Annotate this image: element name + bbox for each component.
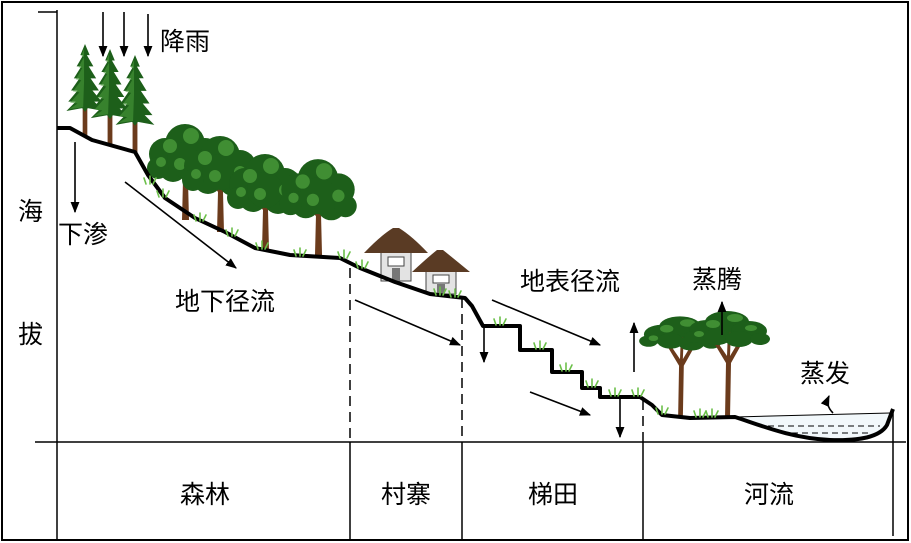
grass-tuft-7 [337, 249, 351, 259]
label-infiltration: 下渗 [58, 220, 108, 249]
broadleaf-tree-4 [279, 159, 357, 257]
grass-tuft-8 [355, 259, 369, 269]
grass-tuft-10 [448, 288, 462, 298]
hut-window [387, 256, 405, 267]
label-evaporation: 蒸发 [800, 359, 850, 388]
grass-tuft-6 [293, 247, 307, 257]
zone-label-forest: 森林 [180, 480, 230, 509]
pine-foliage-highlight [69, 48, 85, 110]
subsurface-runoff-arrow-terrace [529, 391, 592, 416]
broadleaf-crown [299, 177, 337, 215]
grass-tuft-13 [559, 362, 573, 372]
broadleaf-crown-highlight [306, 193, 320, 206]
hut-1 [364, 228, 428, 282]
river-water [735, 413, 890, 441]
grass-tuft-5 [255, 240, 269, 250]
broadleaf-crown-highlight [263, 158, 279, 174]
grass-tuft-19 [705, 408, 719, 418]
acacia-tree-2 [684, 311, 770, 418]
pine-foliage [66, 43, 104, 112]
broadleaf-crown-highlight [198, 151, 212, 165]
river-water-surface [734, 412, 891, 418]
zone-label-river: 河流 [744, 480, 794, 509]
broadleaf-crown-highlight [243, 169, 257, 183]
pine-foliage-highlight [93, 53, 110, 117]
broadleaf-tree-3 [227, 154, 303, 250]
pine-trunk [132, 117, 138, 152]
grass-layer [143, 175, 719, 418]
label-surface-runoff: 地表径流 [520, 267, 620, 296]
pine-trunk [82, 103, 88, 137]
pine-foliage [90, 48, 130, 120]
surface-runoff-arrow [491, 299, 602, 346]
axis-label-top: 海 [18, 197, 43, 226]
pine-tree-2 [90, 48, 130, 145]
broadleaf-crown-highlight [191, 169, 201, 179]
broadleaf-crown [202, 154, 238, 190]
pine-tree-1 [66, 43, 104, 137]
acacia-crown [725, 331, 753, 347]
grass-tuft-12 [533, 340, 547, 350]
acacia-crown-highlight [745, 325, 757, 331]
acacia-crown [750, 333, 770, 345]
hut-door [437, 284, 445, 294]
grass-tuft-1 [143, 175, 157, 185]
grass-tuft-9 [433, 286, 447, 296]
broadleaf-crown-highlight [174, 158, 186, 170]
pine-foliage [115, 54, 155, 126]
evaporation-arrow [820, 394, 834, 414]
zone-label-terrace: 梯田 [528, 480, 578, 509]
acacia-crown-highlight [680, 319, 696, 327]
subsurface-runoff-arrow-forest [124, 181, 237, 269]
acacia-crown [657, 333, 684, 349]
acacia-trunk [711, 330, 745, 418]
label-rainfall: 降雨 [160, 27, 210, 56]
acacia-crown-highlight [648, 335, 659, 342]
acacia-crown-highlight [694, 331, 704, 337]
axis-label-bottom: 拔 [18, 320, 43, 349]
hut-roof [364, 228, 428, 253]
grass-tuft-16 [631, 387, 645, 397]
grass-tuft-11 [493, 316, 507, 326]
hut-window [432, 274, 450, 284]
flow-arrows [70, 12, 834, 439]
broadleaf-crown-highlight [254, 188, 266, 200]
acacia-crown-highlight [727, 314, 743, 322]
vegetation-layer [66, 43, 770, 418]
pine-tree-3 [115, 54, 155, 152]
broadleaf-crown-highlight [295, 174, 310, 189]
grass-tuft-2 [156, 188, 170, 198]
broadleaf-crown-highlight [163, 139, 177, 153]
pine-foliage-highlight [118, 59, 135, 123]
broadleaf-crown-highlight [156, 157, 166, 167]
broadleaf-crown-highlight [288, 192, 299, 203]
hut-roof [412, 250, 470, 272]
subsurface-runoff-arrow-village [354, 299, 462, 346]
grass-tuft-17 [655, 405, 669, 415]
grass-tuft-14 [585, 378, 599, 388]
acacia-crown [703, 329, 731, 345]
grass-tuft-15 [608, 387, 622, 397]
broadleaf-crown-highlight [315, 163, 333, 180]
pine-trunk [107, 110, 113, 145]
acacia-trunk [664, 334, 698, 418]
broadleaf-crown-highlight [236, 187, 246, 197]
label-transpiration: 蒸腾 [692, 265, 742, 294]
grass-tuft-3 [193, 212, 207, 222]
acacia-crown-highlight [706, 320, 720, 328]
broadleaf-crown-highlight [183, 128, 199, 144]
broadleaf-crown-highlight [209, 170, 221, 182]
broadleaf-crown-highlight [218, 140, 234, 156]
broadleaf-crown [247, 172, 283, 208]
hut-door [392, 268, 400, 281]
grass-tuft-4 [225, 227, 239, 237]
acacia-crown-highlight [660, 324, 674, 333]
hut-2 [412, 250, 470, 295]
zone-label-village: 村寨 [381, 480, 431, 509]
label-subsurface-runoff: 地下径流 [175, 287, 275, 316]
broadleaf-crown-highlight [332, 189, 345, 202]
